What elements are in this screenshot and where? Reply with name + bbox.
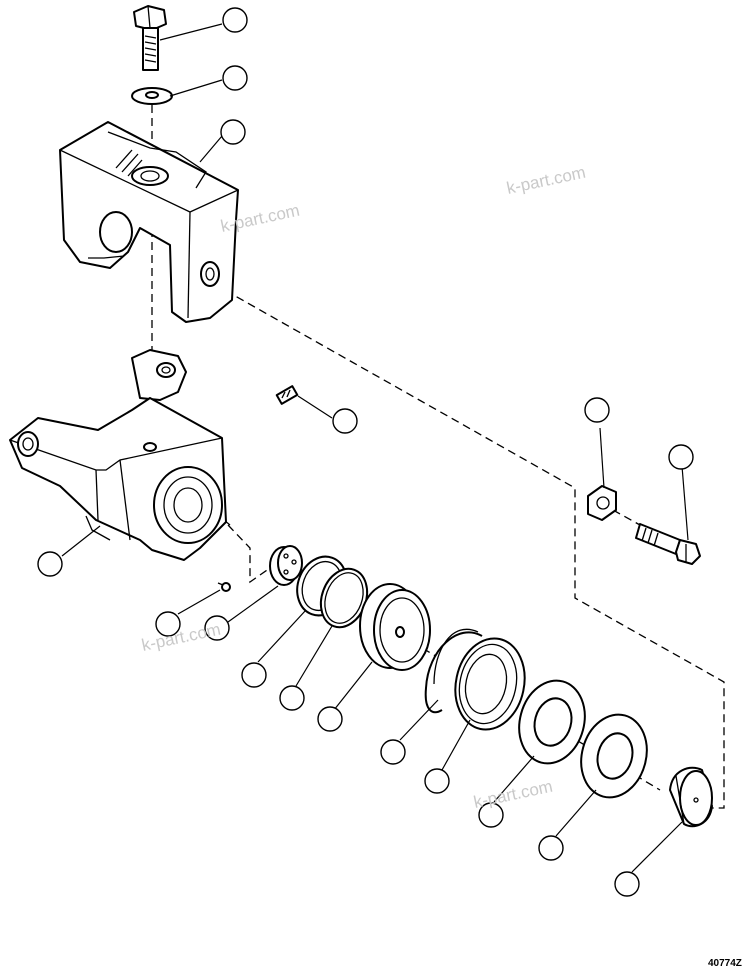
callout-grease-fitting	[155, 611, 181, 637]
seal-ring	[454, 637, 526, 731]
callout-bolt-top	[222, 7, 248, 33]
callout-o-ring-1	[241, 662, 267, 688]
callout-piston	[317, 706, 343, 732]
callout-thrust-washer-1	[478, 802, 504, 828]
thrust-washer-1	[518, 679, 586, 765]
callout-washer-top	[222, 65, 248, 91]
callout-yoke-bracket	[220, 119, 246, 145]
callout-thrust-washer-2	[538, 835, 564, 861]
plug-bushing	[269, 545, 303, 586]
flat-washer-top	[131, 87, 173, 105]
drawing-number: 40774Z	[708, 958, 742, 969]
callout-circles	[37, 7, 694, 897]
grease-fitting	[217, 582, 231, 592]
watermark-text: k-part.com	[472, 777, 554, 812]
callout-end-cap	[614, 871, 640, 897]
callout-seal-ring	[424, 768, 450, 794]
callout-side-bolt	[668, 444, 694, 470]
callout-knuckle-housing	[37, 551, 63, 577]
yoke-bracket	[59, 121, 239, 323]
callout-o-ring-2	[279, 685, 305, 711]
callout-snap-ring	[380, 739, 406, 765]
callout-plug-bushing	[204, 615, 230, 641]
knuckle-housing	[9, 349, 227, 561]
end-cap	[669, 766, 713, 828]
callout-hex-nut	[584, 397, 610, 423]
set-screw	[275, 385, 299, 405]
watermark-text: k-part.com	[505, 163, 587, 198]
leader-lines	[61, 23, 689, 873]
hex-bolt-top	[133, 5, 167, 71]
side-bolt	[635, 523, 701, 565]
callout-set-screw	[332, 408, 358, 434]
thrust-washer-2	[580, 713, 648, 799]
piston	[359, 583, 431, 671]
hex-nut	[587, 485, 617, 521]
watermark-text: k-part.com	[140, 620, 222, 655]
